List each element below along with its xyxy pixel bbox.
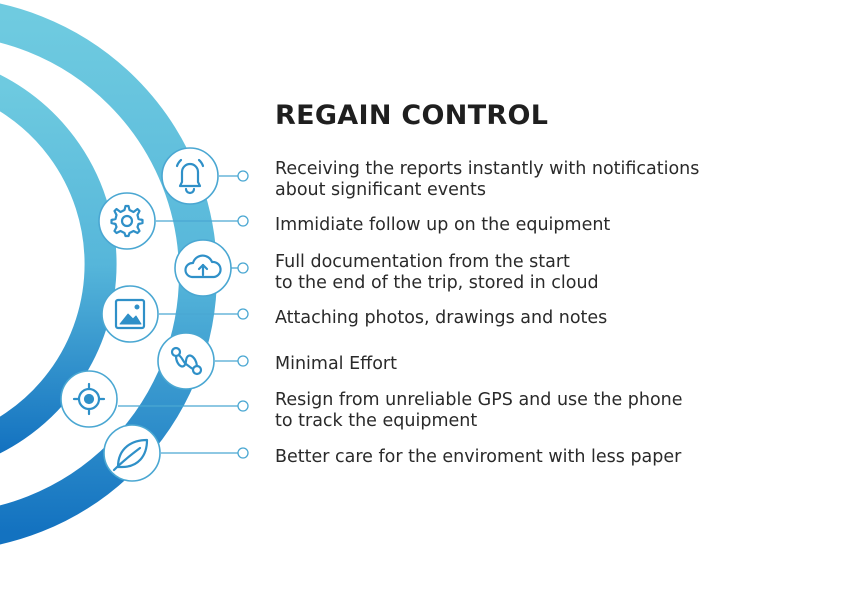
feature-text-line: about significant events <box>275 180 486 200</box>
connector-dot <box>237 400 249 412</box>
feature-text-line: Minimal Effort <box>275 354 397 374</box>
connector-dot <box>237 447 249 459</box>
feature-item-environment: Better care for the enviroment with less… <box>275 447 835 468</box>
cloud-upload-icon <box>184 254 222 279</box>
image-icon <box>114 298 146 330</box>
connector-dot <box>237 308 249 320</box>
page-title: REGAIN CONTROL <box>275 100 549 131</box>
gear-icon <box>110 204 144 238</box>
feature-text-line: Immidiate follow up on the equipment <box>275 215 611 235</box>
target-icon <box>72 382 106 416</box>
feature-text-line: Attaching photos, drawings and notes <box>275 308 608 328</box>
gear-icon-circle <box>98 192 156 250</box>
feature-text-line: Receiving the reports instantly with not… <box>275 159 700 179</box>
route-icon <box>170 346 203 376</box>
feature-item-follow-up: Immidiate follow up on the equipment <box>275 215 835 236</box>
feature-item-minimal-effort: Minimal Effort <box>275 354 835 375</box>
feature-item-documentation: Full documentation from the start to the… <box>275 252 835 294</box>
feature-item-notifications: Receiving the reports instantly with not… <box>275 159 835 201</box>
feature-item-tracking: Resign from unreliable GPS and use the p… <box>275 390 835 432</box>
inner-arc <box>0 74 117 454</box>
feature-text-line: Full documentation from the start <box>275 252 570 272</box>
bell-icon-circle <box>161 147 219 205</box>
feature-text-line: Better care for the enviroment with less… <box>275 447 682 467</box>
feature-text-line: Resign from unreliable GPS and use the p… <box>275 390 683 410</box>
connector-dot <box>237 355 249 367</box>
leaf-icon <box>112 438 149 472</box>
feature-item-attachments: Attaching photos, drawings and notes <box>275 308 835 329</box>
connector-dot <box>237 215 249 227</box>
image-icon-circle <box>101 285 159 343</box>
feature-text-line: to the end of the trip, stored in cloud <box>275 273 599 293</box>
bell-icon <box>175 158 205 195</box>
connector-dot <box>237 262 249 274</box>
connector-dot <box>237 170 249 182</box>
feature-text-line: to track the equipment <box>275 411 478 431</box>
